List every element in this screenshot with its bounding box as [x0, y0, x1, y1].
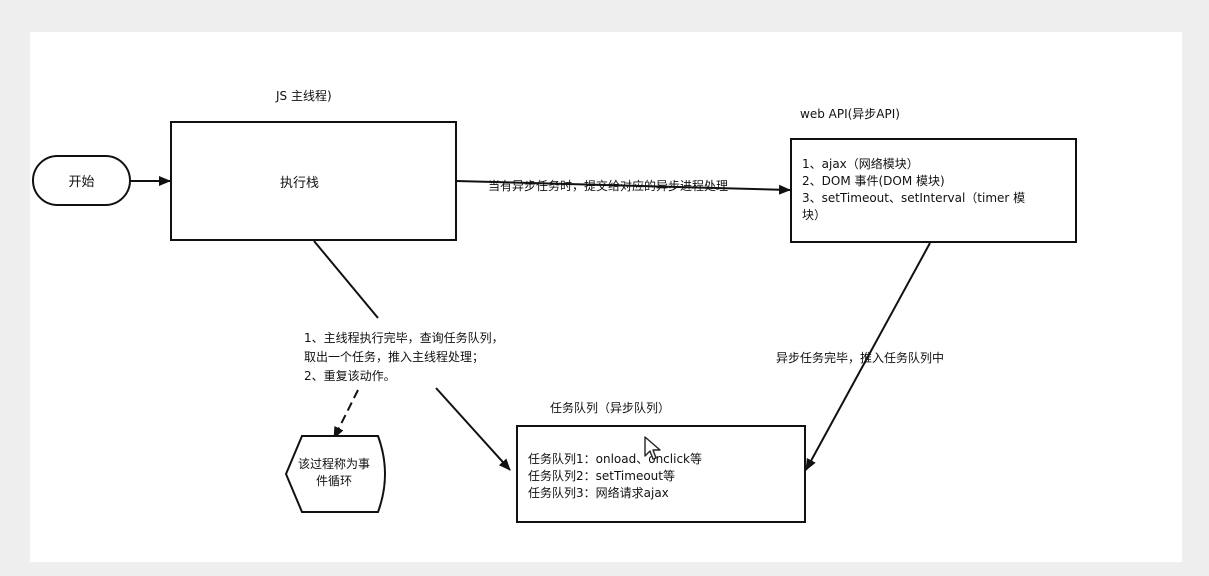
edge-dashed-to-eventloop [333, 389, 359, 439]
edge-stack-to-queue-upper [313, 240, 379, 319]
edge-webapi-to-queue [805, 242, 931, 471]
web-api-title: web API(异步API) [800, 107, 900, 121]
web-api-item-3: 3、setTimeout、setInterval（timer 模 [802, 191, 1026, 205]
start-node: 开始 [32, 155, 131, 206]
exec-stack-box: 执行栈 [170, 121, 457, 241]
edge-stack-to-queue-lower [435, 387, 511, 471]
web-api-item-2: 2、DOM 事件(DOM 模块) [802, 174, 945, 188]
mouse-pointer-icon [644, 436, 661, 460]
start-label: 开始 [68, 175, 95, 190]
queue-item-2: 任务队列2：setTimeout等 [528, 469, 675, 483]
loop-label-line-2: 取出一个任务，推入主线程处理； [304, 350, 485, 364]
loop-label-line-3: 2、重复该动作。 [304, 369, 396, 383]
event-loop-label-line-1: 该过程称为事 [297, 457, 370, 471]
queue-item-1: 任务队列1：onload、onclick等 [528, 452, 702, 466]
task-queue-box: 任务队列1：onload、onclick等 任务队列2：setTimeout等 … [516, 425, 806, 523]
web-api-item-4: 块） [802, 208, 827, 222]
queue-item-3: 任务队列3：网络请求ajax [528, 486, 669, 500]
edge-label-to-queue: 异步任务完毕，推入任务队列中 [776, 351, 945, 365]
web-api-box: 1、ajax（网络模块） 2、DOM 事件(DOM 模块) 3、setTimeo… [790, 138, 1077, 243]
main-thread-title: JS 主线程) [276, 89, 332, 103]
loop-label-line-1: 1、主线程执行完毕，查询任务队列， [304, 331, 504, 345]
exec-stack-label: 执行栈 [280, 176, 320, 191]
edge-label-to-webapi: 当有异步任务时，提交给对应的异步进程处理 [488, 179, 729, 193]
event-loop-node-shape [284, 435, 386, 513]
event-loop-label-line-2: 件循环 [315, 474, 352, 488]
web-api-item-1: 1、ajax（网络模块） [802, 157, 919, 171]
edge-stack-to-webapi [455, 180, 791, 195]
event-loop-label: 该过程称为事 件循环 [292, 456, 376, 490]
queue-title: 任务队列（异步队列） [550, 401, 671, 415]
